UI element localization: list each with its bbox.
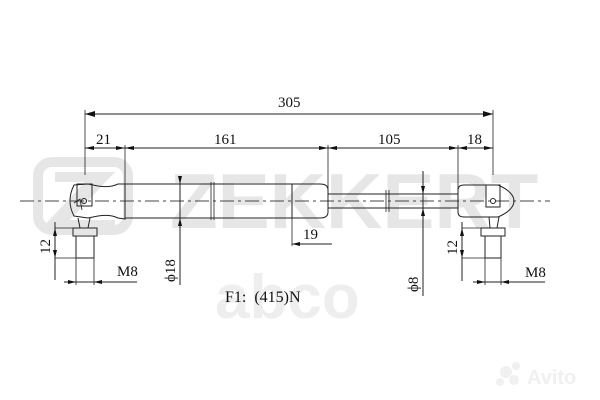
dim-body-end: 19 <box>303 227 318 243</box>
dim-overall: 305 <box>278 95 301 111</box>
cylinder-body <box>125 182 329 220</box>
dim-right-thread: M8 <box>525 265 546 281</box>
watermark-site: abco <box>215 263 360 332</box>
right-end-fitting <box>457 184 515 259</box>
piston-rod <box>328 190 458 212</box>
dim-left-eye: 21 <box>96 132 111 148</box>
dim-left-thread-height: 12 <box>38 239 54 254</box>
dim-rod: 105 <box>378 132 401 148</box>
dim-right-eye: 18 <box>467 132 482 148</box>
dim-rod-diameter: ϕ8 <box>406 277 422 292</box>
dim-right-thread-height: 12 <box>445 240 461 255</box>
dim-left-thread: M8 <box>117 264 138 280</box>
dim-body-diameter: ϕ18 <box>163 259 179 282</box>
dim-body: 161 <box>214 132 237 148</box>
avito-watermark: Avito <box>496 362 576 389</box>
avito-text: Avito <box>527 367 576 389</box>
force-label: F1: (415)N <box>225 289 301 306</box>
left-end-fitting <box>69 183 126 259</box>
